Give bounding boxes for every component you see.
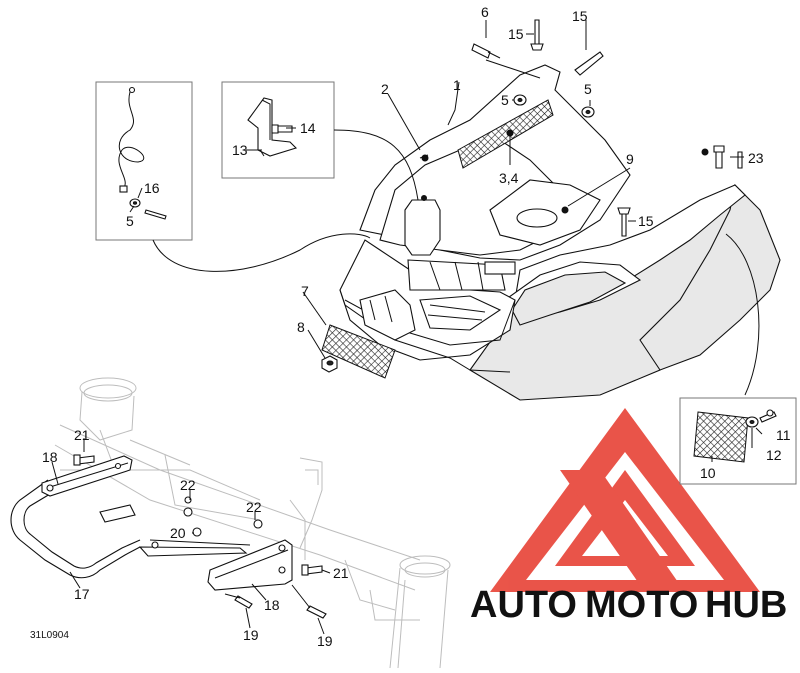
inset-bracket (221, 81, 335, 179)
callout-12: 12 (766, 447, 782, 463)
callout-19-left: 19 (243, 627, 259, 643)
callout-3-4: 3,4 (499, 170, 519, 186)
front-grille (321, 324, 396, 379)
callout-16: 16 (144, 180, 160, 196)
callout-11: 11 (776, 427, 791, 443)
watermark-text: AUTO MOTO HUB (470, 584, 787, 626)
callout-10: 10 (700, 465, 716, 481)
callout-5-top-right: 5 (584, 81, 592, 97)
callout-19-right: 19 (317, 633, 333, 649)
watermark-auto: AUTO (470, 584, 577, 626)
body-assembly (321, 64, 781, 401)
callout-leaders (51, 20, 763, 635)
callout-14: 14 (300, 120, 316, 136)
callout-6: 6 (481, 4, 489, 20)
callout-labels: 1 2 3,4 5 5 5 6 7 8 9 10 11 12 13 14 15 … (30, 4, 791, 649)
callout-5-cable: 5 (126, 213, 134, 229)
callout-22-left: 22 (180, 477, 196, 493)
inset-cable (95, 81, 193, 241)
watermark-hub: HUB (705, 584, 787, 626)
frame-ghost (54, 377, 451, 669)
callout-20: 20 (170, 525, 186, 541)
inset-leaders (152, 129, 760, 396)
callout-18-left: 18 (42, 449, 58, 465)
callout-17: 17 (74, 586, 90, 602)
callout-21-right: 21 (333, 565, 349, 581)
callout-23: 23 (748, 150, 764, 166)
top-fasteners (321, 19, 743, 373)
callout-13: 13 (232, 142, 248, 158)
watermark-moto: MOTO (585, 584, 698, 626)
callout-9: 9 (626, 151, 634, 167)
callout-2: 2 (381, 81, 389, 97)
callout-15-top: 15 (508, 26, 524, 42)
watermark-logo (490, 408, 760, 592)
inset-reflector (679, 397, 797, 485)
callout-22-right: 22 (246, 499, 262, 515)
callout-18-right: 18 (264, 597, 280, 613)
callout-21-left: 21 (74, 427, 90, 443)
diagram-code: 31L0904 (30, 630, 69, 641)
callout-7: 7 (301, 283, 309, 299)
callout-5-top-left: 5 (501, 92, 509, 108)
callout-15-right: 15 (638, 213, 654, 229)
callout-8: 8 (297, 319, 305, 335)
callout-1: 1 (453, 77, 461, 93)
top-grille (457, 99, 554, 169)
rear-bumper (10, 454, 327, 619)
callout-15-top-right: 15 (572, 8, 588, 24)
